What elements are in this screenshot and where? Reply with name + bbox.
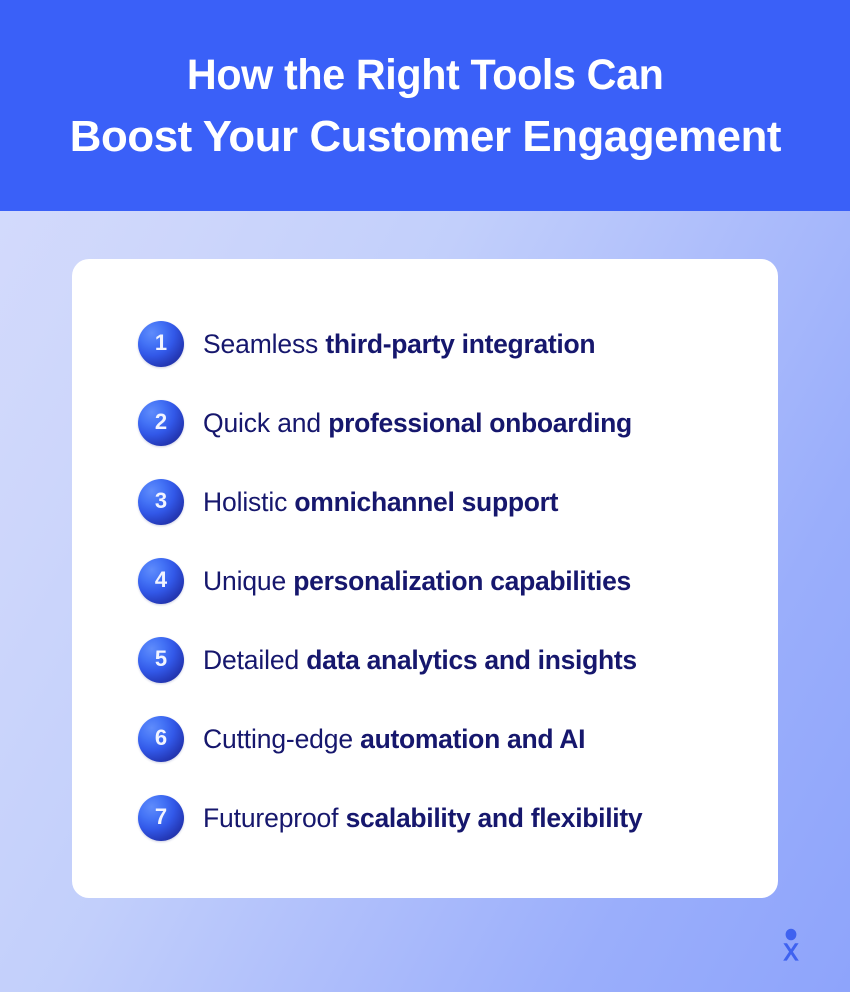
list-item-text-lead: Quick and <box>203 408 329 438</box>
list-item-number-badge: 1 <box>138 321 184 367</box>
list-item-number: 2 <box>154 409 168 434</box>
list-item-number-badge: 5 <box>138 637 184 683</box>
list-item-number: 6 <box>154 725 168 750</box>
list-item-number-badge: 6 <box>138 716 184 762</box>
list-item-text-lead: Unique <box>203 566 294 596</box>
benefits-list: 1 Seamless third-party integration 2 Quick … <box>138 321 758 874</box>
list-item-text: Holistic omnichannel support <box>203 479 758 525</box>
list-item-text: Detailed data analytics and insights <box>203 637 758 683</box>
list-item-number: 1 <box>154 330 168 355</box>
list-item-text-emphasis: third-party integration <box>325 329 596 359</box>
list-item-text: Futureproof scalability and flexibility <box>203 795 758 841</box>
header-banner: How the Right Tools Can Boost Your Custo… <box>0 0 850 211</box>
list-item-text-lead: Cutting-edge <box>203 724 361 754</box>
list-item-text: Unique personalization capabilities <box>203 558 758 604</box>
list-item: 3 Holistic omnichannel support <box>138 479 758 558</box>
list-item-text: Cutting-edge automation and AI <box>203 716 758 762</box>
list-item: 4 Unique personalization capabilities <box>138 558 758 637</box>
list-item-text-lead: Holistic <box>203 487 295 517</box>
list-item-text-lead: Seamless <box>203 329 326 359</box>
list-item-number: 4 <box>154 567 168 592</box>
list-item: 2 Quick and professional onboarding <box>138 400 758 479</box>
list-item-number: 5 <box>154 646 168 671</box>
list-item-text-emphasis: personalization capabilities <box>293 566 631 596</box>
person-mark-icon <box>783 928 799 961</box>
list-item: 1 Seamless third-party integration <box>138 321 758 400</box>
list-item-number-badge: 3 <box>138 479 184 525</box>
list-item-number-badge: 4 <box>138 558 184 604</box>
list-item-text-emphasis: scalability and flexibility <box>345 803 643 833</box>
list-item-number: 3 <box>154 488 168 513</box>
list-item: 6 Cutting-edge automation and AI <box>138 716 758 795</box>
person-mark-logo <box>777 928 805 964</box>
list-item-number-badge: 7 <box>138 795 184 841</box>
list-item-text-lead: Futureproof <box>203 803 346 833</box>
list-item-text: Seamless third-party integration <box>203 321 758 367</box>
list-item-number-badge: 2 <box>138 400 184 446</box>
list-item-text-emphasis: automation and AI <box>360 724 586 754</box>
list-item-text-emphasis: professional onboarding <box>328 408 632 438</box>
list-item: 5 Detailed data analytics and insights <box>138 637 758 716</box>
list-item: 7 Futureproof scalability and flexibility <box>138 795 758 874</box>
list-item-text-emphasis: data analytics and insights <box>306 645 637 675</box>
page-title-line-2: Boost Your Customer Engagement <box>69 111 781 161</box>
list-item-text-emphasis: omnichannel support <box>294 487 559 517</box>
list-item-text: Quick and professional onboarding <box>203 400 758 446</box>
content-card: 1 Seamless third-party integration 2 Quick … <box>72 259 778 898</box>
list-item-number: 7 <box>154 804 168 829</box>
page-title-line-1: How the Right Tools Can <box>186 50 664 99</box>
list-item-text-lead: Detailed <box>203 645 307 675</box>
